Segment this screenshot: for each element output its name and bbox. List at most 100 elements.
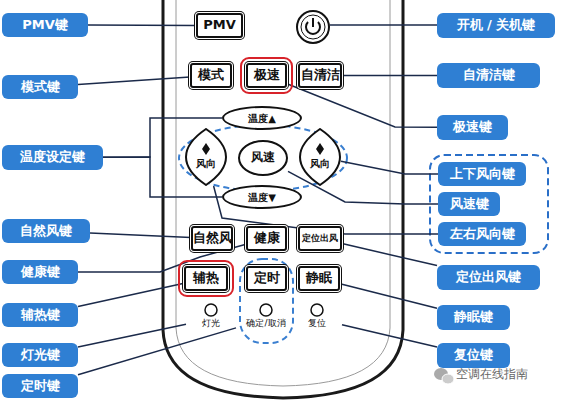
- callout-box: 开机 / 关机键: [437, 13, 555, 38]
- button-label: 风向: [196, 158, 216, 169]
- callout-text: 辅热键: [21, 308, 60, 322]
- callout-text: 模式键: [21, 80, 60, 94]
- callout-text: 定位出风键: [456, 270, 521, 284]
- round-key: 灯光: [186, 303, 236, 335]
- leader-line: [341, 161, 438, 174]
- callout-box: 自清洁键: [437, 63, 540, 88]
- temperature-button: 温度▲: [222, 106, 302, 130]
- callout-box: 左右风向键: [438, 222, 526, 246]
- leader-line: [287, 84, 437, 128]
- wechat-bubble: [442, 374, 454, 384]
- button-label: PMV: [203, 18, 236, 32]
- round-key: 确定/取消: [236, 303, 296, 335]
- callout-text: 温度设定键: [20, 150, 85, 164]
- callout-text: 静眠键: [454, 310, 493, 324]
- button-outline: [185, 128, 227, 186]
- fan-speed-button: 风速: [238, 140, 288, 176]
- key-circle: [311, 304, 323, 316]
- callout-box: 定时键: [2, 374, 78, 398]
- button-label: 辅热: [193, 271, 219, 285]
- dashed-group-outline: [240, 259, 293, 343]
- callout-box: 静眠键: [437, 305, 510, 330]
- leader-line: [78, 328, 236, 375]
- callout-box: 温度设定键: [2, 145, 103, 170]
- wind-direction-button: 风向: [185, 128, 227, 186]
- callout-text: 定时键: [21, 379, 60, 393]
- wechat-icon: [434, 368, 454, 384]
- callout-text: 风速键: [450, 197, 489, 211]
- callout-text: 自清洁键: [463, 68, 515, 82]
- button-label: 温度▼: [248, 192, 276, 203]
- watermark: 空调在线指南: [456, 366, 528, 383]
- power-button: [297, 11, 329, 43]
- leader-line: [90, 233, 191, 238]
- callout-box: 极速键: [437, 115, 508, 140]
- remote-button: 模式: [190, 63, 232, 88]
- callout-text: 极速键: [453, 120, 492, 134]
- button-label: 模式: [198, 68, 224, 82]
- button-label: 自然风: [193, 231, 232, 245]
- button-label: 风速: [251, 151, 275, 164]
- remote-button: 定时: [246, 266, 287, 291]
- callout-box: 复位键: [437, 343, 510, 368]
- button-label: 确定/取消: [246, 319, 285, 329]
- callout-box: 模式键: [2, 75, 78, 99]
- leader-line: [342, 244, 437, 266]
- button-label: 风向: [310, 158, 330, 169]
- highlighted-button: 辅热: [184, 266, 228, 291]
- callout-text: 灯光键: [21, 348, 60, 362]
- button-outline: [300, 129, 340, 185]
- key-circle: [205, 304, 217, 316]
- round-key: 复位: [292, 303, 342, 335]
- callout-text: 复位键: [454, 348, 493, 362]
- button-outline: [299, 128, 341, 186]
- key-circle: [260, 304, 272, 316]
- leader-line: [88, 24, 196, 26]
- direction-symbol: [202, 143, 210, 155]
- button-outline: [186, 129, 226, 185]
- callout-text: 左右风向键: [450, 227, 515, 241]
- button-label: 温度▲: [248, 113, 276, 124]
- remote-button: 自清洁: [298, 63, 342, 88]
- power-button-ring: [301, 15, 325, 39]
- remote-button: 静眠: [298, 266, 340, 291]
- leader-line: [78, 77, 190, 85]
- callout-text: 开机 / 关机键: [457, 18, 536, 32]
- leader-line: [78, 324, 186, 347]
- remote-button: 自然风: [191, 226, 233, 251]
- power-icon: [312, 18, 314, 27]
- button-label: 静眠: [306, 271, 332, 285]
- callout-box: 风速键: [438, 192, 500, 216]
- callout-text: 自然风键: [20, 224, 72, 238]
- temperature-button: 温度▼: [222, 185, 302, 209]
- callout-text: PMV键: [22, 18, 68, 32]
- button-label: 定位出风: [302, 234, 338, 244]
- highlighted-button: 极速: [246, 63, 287, 88]
- button-label: 极速: [254, 68, 280, 82]
- button-label: 灯光: [202, 319, 220, 329]
- callout-box: 灯光键: [2, 343, 78, 367]
- leader-line: [330, 24, 437, 26]
- callout-text: 上下风向键: [450, 167, 515, 181]
- button-label: 复位: [308, 319, 326, 329]
- callout-box: 定位出风键: [437, 265, 540, 290]
- direction-symbol: [316, 143, 324, 155]
- callout-box: 上下风向键: [438, 162, 526, 186]
- leader-line: [342, 75, 437, 77]
- callout-box: PMV键: [2, 13, 88, 37]
- leader-line: [342, 325, 437, 347]
- remote-button: PMV: [196, 13, 243, 38]
- dashed-group-outline: [179, 125, 347, 191]
- remote-button: 健康: [246, 226, 287, 251]
- callout-box: 健康键: [2, 260, 78, 284]
- wind-direction-button: 风向: [299, 128, 341, 186]
- callout-box: 自然风键: [2, 219, 90, 243]
- button-label: 定时: [254, 271, 280, 285]
- dashed-group-outline: [430, 155, 548, 253]
- button-label: 健康: [254, 231, 280, 245]
- leader-line: [78, 283, 184, 306]
- remote-button: 定位出风: [298, 226, 342, 251]
- callout-text: 健康键: [21, 265, 60, 279]
- callout-box: 辅热键: [2, 303, 78, 327]
